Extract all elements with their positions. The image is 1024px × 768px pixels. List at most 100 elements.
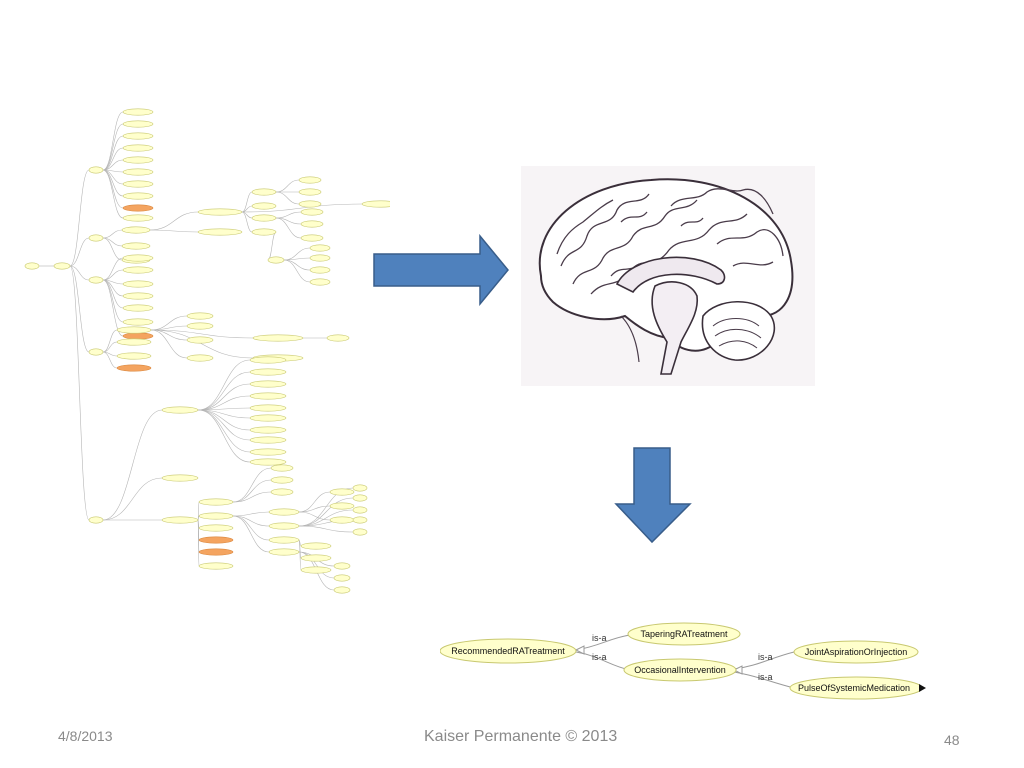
- relation-label: is-a: [758, 652, 773, 662]
- thumbnail-node: [352, 516, 368, 524]
- thumbnail-edge: [150, 315, 188, 331]
- node-label: JointAspirationOrInjection: [805, 647, 908, 657]
- thumbnail-node: [122, 192, 154, 200]
- thumbnail-node: [249, 356, 287, 364]
- thumbnail-node: [88, 276, 104, 284]
- thumbnail-edge: [102, 257, 124, 281]
- thumbnail-edge: [102, 135, 124, 171]
- thumbnail-edge: [102, 409, 163, 521]
- thumbnail-edge: [267, 231, 277, 261]
- thumbnail-edge: [197, 409, 251, 441]
- thumbnail-node: [116, 352, 152, 360]
- thumbnail-edge: [241, 211, 253, 233]
- thumbnail-node: [249, 426, 287, 434]
- thumbnail-node: [121, 242, 151, 250]
- brain-illustration-frame: [521, 166, 815, 386]
- thumbnail-edge: [69, 169, 90, 267]
- thumbnail-node: [121, 226, 151, 234]
- thumbnail-edge: [69, 265, 90, 353]
- ontology-tree-thumbnail: [24, 108, 390, 594]
- thumbnail-node: [309, 254, 331, 262]
- ontology-node-tapering: TaperingRATreatment: [627, 622, 741, 646]
- thumbnail-node: [249, 368, 287, 376]
- right-arrow-icon: [373, 234, 509, 306]
- thumbnail-edge: [275, 217, 302, 239]
- thumbnail-node: [122, 332, 154, 340]
- thumbnail-edge: [102, 237, 123, 261]
- thumbnail-node: [300, 208, 324, 216]
- thumbnail-node: [249, 404, 287, 412]
- down-arrow-icon: [614, 447, 692, 544]
- expand-triangle-icon[interactable]: [919, 684, 926, 692]
- thumbnail-node: [300, 542, 332, 550]
- thumbnail-node: [122, 214, 154, 222]
- thumbnail-node: [249, 380, 287, 388]
- thumbnail-node: [249, 392, 287, 400]
- thumbnail-node: [329, 516, 355, 524]
- thumbnail-edge: [102, 237, 123, 247]
- thumbnail-edge: [298, 525, 354, 533]
- thumbnail-node: [122, 180, 154, 188]
- thumbnail-edge: [102, 111, 124, 171]
- thumbnail-edge: [275, 179, 300, 193]
- thumbnail-node: [300, 566, 332, 574]
- thumbnail-edge: [241, 191, 253, 213]
- thumbnail-node: [24, 262, 40, 270]
- ontology-node-occasional: OccasionalIntervention: [623, 658, 737, 682]
- thumbnail-node: [361, 200, 390, 208]
- thumbnail-edge: [150, 329, 254, 359]
- thumbnail-edge: [102, 477, 163, 521]
- ontology-node-joint: JointAspirationOrInjection: [793, 640, 919, 664]
- thumbnail-node: [298, 200, 322, 208]
- thumbnail-edge: [197, 409, 251, 453]
- thumbnail-edge: [232, 467, 272, 503]
- thumbnail-edge: [69, 265, 90, 281]
- node-label: RecommendedRATreatment: [451, 646, 565, 656]
- thumbnail-edge: [197, 395, 251, 411]
- thumbnail-node: [161, 474, 199, 482]
- thumbnail-node: [198, 562, 234, 570]
- thumbnail-node: [198, 536, 234, 544]
- thumbnail-node: [122, 168, 154, 176]
- thumbnail-node: [198, 512, 234, 520]
- thumbnail-edge: [69, 265, 90, 521]
- thumbnail-node: [122, 254, 154, 262]
- thumbnail-edge: [197, 519, 200, 567]
- thumbnail-node: [270, 488, 294, 496]
- thumbnail-edge: [150, 329, 188, 359]
- thumbnail-node: [352, 528, 368, 536]
- thumbnail-node: [251, 202, 277, 210]
- thumbnail-node: [249, 414, 287, 422]
- thumbnail-node: [88, 234, 104, 242]
- thumbnail-node: [122, 292, 154, 300]
- thumbnail-edge: [102, 269, 124, 281]
- thumbnail-edge: [232, 479, 272, 503]
- thumbnail-edge: [232, 515, 270, 553]
- thumbnail-node: [88, 166, 104, 174]
- thumbnail-edge: [102, 279, 124, 309]
- thumbnail-edge: [197, 409, 251, 463]
- thumbnail-node: [122, 132, 154, 140]
- thumbnail-node: [186, 322, 214, 330]
- thumbnail-edge: [232, 511, 270, 517]
- thumbnail-node: [122, 266, 154, 274]
- node-label: PulseOfSystemicMedication: [798, 683, 910, 693]
- thumbnail-edge: [283, 259, 311, 283]
- thumbnail-edge: [102, 169, 124, 197]
- thumbnail-node: [197, 208, 243, 216]
- thumbnail-node: [122, 156, 154, 164]
- thumbnail-node: [122, 280, 154, 288]
- thumbnail-edge: [197, 409, 251, 431]
- thumbnail-node: [300, 220, 324, 228]
- thumbnail-node: [268, 548, 300, 556]
- thumbnail-node: [186, 336, 214, 344]
- node-label: OccasionalIntervention: [634, 665, 726, 675]
- thumbnail-node: [122, 304, 154, 312]
- thumbnail-edge: [298, 539, 302, 571]
- thumbnail-node: [186, 312, 214, 320]
- thumbnail-edge: [298, 497, 354, 527]
- thumbnail-edge: [283, 259, 311, 271]
- thumbnail-edge: [232, 491, 272, 503]
- ontology-node-pulse: PulseOfSystemicMedication: [789, 676, 926, 700]
- thumbnail-node: [270, 476, 294, 484]
